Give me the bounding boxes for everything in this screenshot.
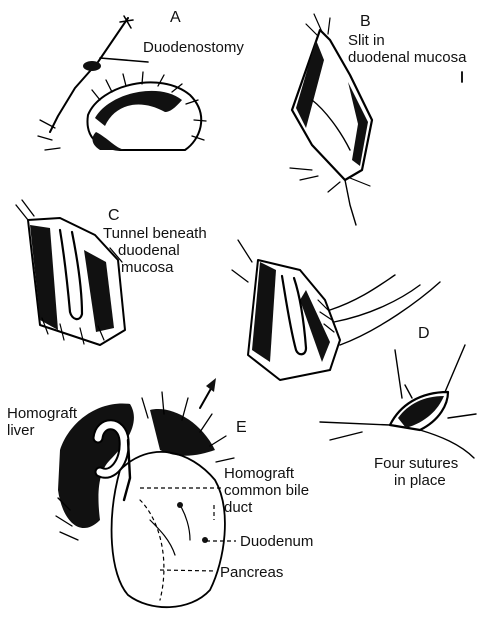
panel-c: C Tunnel beneath duodenal mucosa (16, 200, 207, 345)
panel-a-label-duodenostomy: Duodenostomy (143, 39, 244, 56)
bile-duct-label-line3: duct (224, 499, 253, 516)
panel-c-label-line1: Tunnel beneath (103, 225, 207, 242)
homograft-liver-label-line1: Homograft (7, 405, 78, 422)
panel-e-letter: E (236, 419, 247, 436)
panel-e-drawing (56, 378, 236, 607)
panel-e: E Homograft liver Homograft common bile … (7, 378, 313, 607)
panel-a-drawing (38, 16, 206, 150)
bile-duct-label-line2: common bile (224, 482, 309, 499)
panel-b: B Slit in duodenal mucosa (290, 13, 467, 225)
panel-d-label-line1: Four sutures (374, 455, 458, 472)
panel-b-label-line2: duodenal mucosa (348, 49, 467, 66)
panel-d-letter: D (418, 325, 430, 342)
panel-c-letter: C (108, 207, 120, 224)
panel-c-label-line2: duodenal (118, 242, 180, 259)
panel-d: D Four sutures in place (320, 325, 476, 489)
panel-a: A Duodenostomy (38, 9, 244, 150)
panel-d-label-line2: in place (394, 472, 446, 489)
panel-c-label-line3: mucosa (121, 259, 174, 276)
panel-a-letter: A (170, 9, 181, 26)
panel-d-drawing (320, 345, 476, 458)
panel-c-tunnel-view (232, 240, 440, 380)
bile-duct-label-line1: Homograft (224, 465, 295, 482)
duodenum-label: Duodenum (240, 533, 313, 550)
panel-b-letter: B (360, 13, 371, 30)
pancreas-label: Pancreas (220, 564, 283, 581)
homograft-liver-label-line2: liver (7, 422, 35, 439)
panel-b-label-line1: Slit in (348, 32, 385, 49)
